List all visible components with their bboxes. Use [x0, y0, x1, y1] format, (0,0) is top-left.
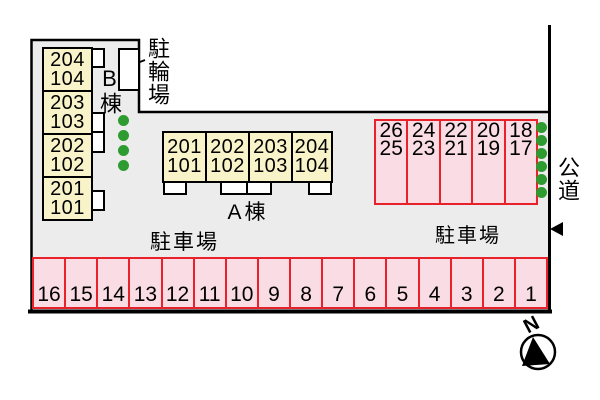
parking-stall-1: 1	[513, 259, 546, 307]
unit-number: 104	[50, 67, 85, 90]
parking-stall-16: 16	[34, 259, 64, 307]
b-unit-cell-202-102: 202 102	[42, 133, 93, 178]
parking-stall-26-25: 26 25	[376, 119, 406, 203]
unit-number: 203	[50, 91, 85, 114]
right-parking-area: 26 25 24 23 22 21 20 19 18 17	[374, 119, 538, 205]
parking-lot-label-left: 駐車場	[150, 231, 219, 254]
shrub-dot	[536, 122, 547, 133]
a-unit-cell-204-104: 204 104	[291, 131, 333, 183]
bicycle-parking-box	[118, 48, 140, 91]
stall-number: 6	[364, 283, 377, 306]
stall-number: 15	[69, 283, 93, 306]
b-unit-cell-204-104: 204 104	[42, 47, 93, 92]
bicycle-parking-label: 駐輪場	[145, 36, 170, 106]
b-unit-cell-203-103: 203 103	[42, 90, 93, 135]
a-building-label: A棟	[227, 201, 269, 224]
parking-stall-20-19: 20 19	[471, 119, 503, 203]
unit-number: 202	[210, 136, 245, 158]
a-unit-cell-203-103: 203 103	[248, 131, 293, 183]
b-building-label: B棟	[97, 65, 122, 115]
unit-number: 104	[294, 155, 330, 177]
unit-number: 204	[294, 136, 330, 158]
unit-number: 103	[253, 155, 288, 177]
stall-number: 19	[476, 137, 501, 160]
parking-stall-10: 10	[224, 259, 257, 307]
stall-number: 8	[300, 283, 312, 306]
shrub-dot	[118, 160, 129, 171]
shrub-dot	[118, 130, 129, 141]
stall-number: 20	[476, 119, 501, 142]
stall-number: 22	[444, 119, 468, 142]
shrub-dot	[118, 115, 129, 126]
parking-lot-label-right: 駐車場	[435, 225, 501, 247]
parking-stall-3: 3	[449, 259, 482, 307]
stall-number: 14	[101, 283, 125, 306]
stall-number: 17	[509, 137, 533, 160]
b-unit-cell-201-101: 201 101	[42, 176, 93, 221]
a-porch-3	[246, 181, 272, 195]
unit-number: 201	[50, 177, 85, 200]
parking-stall-14: 14	[96, 259, 128, 307]
stall-number: 12	[165, 283, 190, 306]
stall-number: 25	[379, 137, 403, 160]
shrub-dot	[536, 187, 547, 198]
entrance-arrow-icon	[550, 222, 563, 236]
a-unit-cell-201-101: 201 101	[162, 131, 207, 183]
stall-number: 11	[198, 283, 221, 306]
stall-number: 3	[460, 283, 473, 306]
compass-needle-icon	[522, 337, 550, 366]
shrub-dot	[536, 161, 547, 172]
parking-stall-15: 15	[64, 259, 96, 307]
stall-number: 2	[492, 283, 505, 306]
road-label: 公道	[555, 156, 580, 202]
unit-number: 202	[50, 134, 85, 157]
stall-number: 7	[332, 283, 345, 306]
b-porch-4	[91, 190, 105, 211]
stall-number: 21	[444, 137, 468, 160]
parking-stall-8: 8	[289, 259, 321, 307]
shrub-dot	[536, 135, 547, 146]
a-porch-2	[220, 181, 248, 195]
unit-number: 102	[210, 155, 245, 177]
stall-number: 9	[268, 283, 280, 306]
stall-number: 5	[396, 283, 409, 306]
parking-stall-24-23: 24 23	[406, 119, 438, 203]
parking-stall-13: 13	[128, 259, 160, 307]
stall-number: 4	[428, 283, 441, 306]
unit-number: 102	[50, 153, 85, 176]
parking-stall-9: 9	[256, 259, 289, 307]
stall-number: 18	[509, 119, 533, 142]
stall-number: 26	[379, 119, 403, 142]
parking-stall-5: 5	[385, 259, 417, 307]
parking-stall-4: 4	[417, 259, 450, 307]
unit-number: 103	[50, 110, 85, 133]
parking-stall-12: 12	[160, 259, 193, 307]
parking-stall-7: 7	[321, 259, 353, 307]
parking-stall-22-21: 22 21	[438, 119, 471, 203]
site-boundary	[30, 38, 549, 313]
a-unit-cell-202-102: 202 102	[205, 131, 250, 183]
shrub-dot	[536, 148, 547, 159]
parking-stall-6: 6	[353, 259, 385, 307]
parking-stall-11: 11	[192, 259, 225, 307]
bottom-parking-area: 16 15 14 13 12 11 10 9 8 7 6 5 4 3 2 1	[32, 257, 548, 309]
shrub-dot	[536, 174, 547, 185]
unit-number: 204	[50, 48, 85, 71]
unit-number: 101	[167, 155, 202, 177]
a-porch-1	[163, 181, 187, 195]
a-porch-4	[308, 181, 332, 195]
stall-number: 10	[230, 283, 254, 306]
stall-number: 24	[411, 119, 436, 142]
unit-number: 203	[253, 136, 288, 158]
parking-stall-2: 2	[481, 259, 514, 307]
stall-number: 23	[411, 137, 436, 160]
stall-number: 16	[37, 283, 61, 306]
shrub-dot	[118, 145, 129, 156]
parking-stall-18-17: 18 17	[503, 119, 536, 203]
stall-number: 1	[525, 283, 537, 306]
unit-number: 101	[50, 196, 85, 219]
stall-number: 13	[133, 283, 158, 306]
unit-number: 201	[167, 136, 202, 158]
b-porch-3	[91, 131, 105, 153]
